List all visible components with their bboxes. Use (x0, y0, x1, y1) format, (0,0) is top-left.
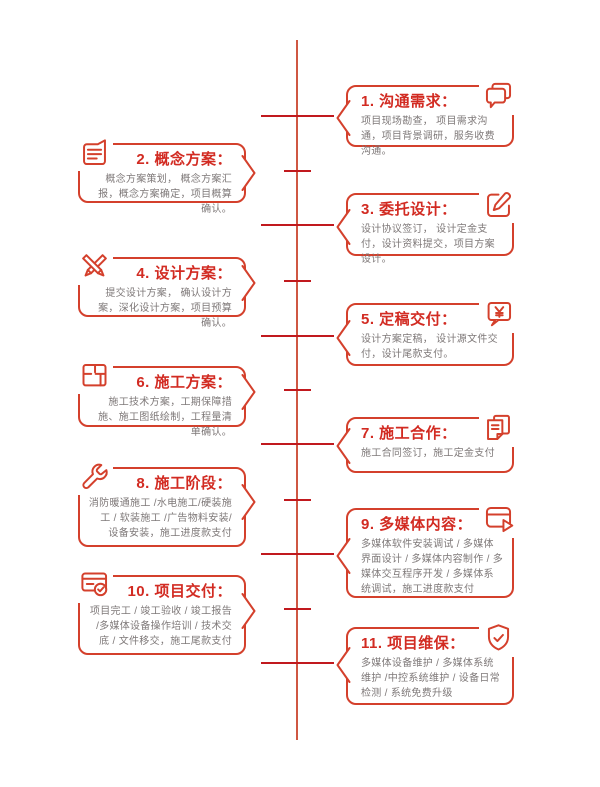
step-title: 2. 概念方案： (136, 151, 232, 168)
timeline-tick-8 (283, 499, 311, 501)
timeline-tick-10 (283, 608, 311, 610)
callout-pointer (240, 591, 257, 631)
timeline-tick-6 (283, 389, 311, 391)
timeline-tick-3 (260, 224, 334, 226)
yen-payment-bubble-icon (479, 295, 517, 333)
callout-pointer (335, 536, 352, 576)
callout-pointer (240, 482, 257, 522)
step-title: 7. 施工合作： (361, 425, 457, 442)
timeline-tick-4 (283, 280, 311, 282)
step-description: 施工技术方案，工期保障措施、施工图纸绘制，工程量清单确认。 (98, 397, 232, 438)
callout-pointer (335, 645, 352, 685)
chat-bubbles-icon (479, 77, 517, 115)
step-description: 多媒体设备维护 / 多媒体系统维护 /中控系统维护 / 设备日常检测 / 系统免… (361, 658, 500, 699)
step-7-box: 7. 施工合作： 施工合同签订，施工定金支付 (336, 409, 517, 473)
step-6-box: 6. 施工方案： 施工技术方案，工期保障措施、施工图纸绘制，工程量清单确认。 (75, 356, 256, 438)
blueprint-floorplan-icon (75, 356, 113, 394)
step-title: 6. 施工方案： (136, 374, 232, 391)
step-description: 项目完工 / 竣工验收 / 竣工报告 /多媒体设备操作培训 / 技术交底 / 文… (89, 606, 232, 647)
step-description: 消防暖通施工 /水电施工/硬装施工 / 软装施工 /广告物料安装/ 设备安装，施… (88, 498, 232, 539)
step-description: 提交设计方案， 确认设计方案，深化设计方案，项目预算确认。 (98, 288, 232, 329)
step-title: 4. 设计方案： (136, 265, 232, 282)
step-title: 1. 沟通需求： (361, 93, 457, 110)
step-title: 9. 多媒体内容： (361, 516, 473, 533)
shield-check-icon (479, 619, 517, 657)
step-title: 11. 项目维保： (361, 635, 465, 652)
step-title: 10. 项目交付： (127, 583, 232, 600)
step-title: 5. 定稿交付： (361, 311, 457, 328)
contract-pages-icon (479, 409, 517, 447)
step-1-box: 1. 沟通需求： 项目现场勘查， 项目需求沟通，项目背景调研，服务收费沟通。 (336, 77, 517, 157)
step-description: 设计方案定稿， 设计源文件交付，设计尾款支付。 (361, 334, 498, 360)
timeline-tick-2 (283, 170, 311, 172)
edit-pencil-icon (479, 185, 517, 223)
callout-pointer (240, 372, 257, 412)
callout-pointer (240, 263, 257, 303)
callout-pointer (240, 153, 257, 193)
timeline-tick-1 (260, 115, 334, 117)
step-description: 设计协议签订， 设计定金支付，设计资料提交，项目方案设计。 (361, 224, 495, 265)
timeline-tick-5 (260, 335, 334, 337)
step-2-box: 2. 概念方案： 概念方案策划， 概念方案汇报，概念方案确定，项目概算确认。 (75, 133, 256, 215)
step-description: 概念方案策划， 概念方案汇报，概念方案确定，项目概算确认。 (98, 174, 232, 215)
callout-pointer (335, 318, 352, 358)
timeline-tick-11 (260, 662, 334, 664)
step-title: 8. 施工阶段： (136, 475, 232, 492)
step-description: 项目现场勘查， 项目需求沟通，项目背景调研，服务收费沟通。 (361, 116, 495, 157)
callout-pointer (335, 426, 352, 466)
step-4-box: 4. 设计方案： 提交设计方案， 确认设计方案，深化设计方案，项目预算确认。 (75, 247, 256, 329)
step-8-box: 8. 施工阶段： 消防暖通施工 /水电施工/硬装施工 / 软装施工 /广告物料安装… (75, 457, 256, 547)
step-10-box: 10. 项目交付： 项目完工 / 竣工验收 / 竣工报告 /多媒体设备操作培训 /… (75, 565, 256, 655)
timeline-tick-9 (260, 553, 334, 555)
document-notes-icon (75, 133, 113, 171)
callout-pointer (335, 98, 352, 138)
callout-pointer (335, 207, 352, 247)
step-3-box: 3. 委托设计： 设计协议签订， 设计定金支付，设计资料提交，项目方案设计。 (336, 185, 517, 265)
checklist-card-icon (75, 565, 113, 603)
design-tools-icon (75, 247, 113, 285)
timeline-tick-7 (260, 443, 334, 445)
step-description: 多媒体软件安装调试 / 多媒体界面设计 / 多媒体内容制作 / 多媒体交互程序开… (361, 539, 504, 595)
step-9-box: 9. 多媒体内容： 多媒体软件安装调试 / 多媒体界面设计 / 多媒体内容制作 /… (336, 500, 517, 598)
step-description: 施工合同签订，施工定金支付 (361, 448, 495, 459)
wrench-icon (75, 457, 113, 495)
step-5-box: 5. 定稿交付： 设计方案定稿， 设计源文件交付，设计尾款支付。 (336, 295, 517, 366)
step-title: 3. 委托设计： (361, 201, 457, 218)
media-play-window-icon (479, 500, 517, 538)
step-11-box: 11. 项目维保： 多媒体设备维护 / 多媒体系统维护 /中控系统维护 / 设备日… (336, 619, 517, 705)
